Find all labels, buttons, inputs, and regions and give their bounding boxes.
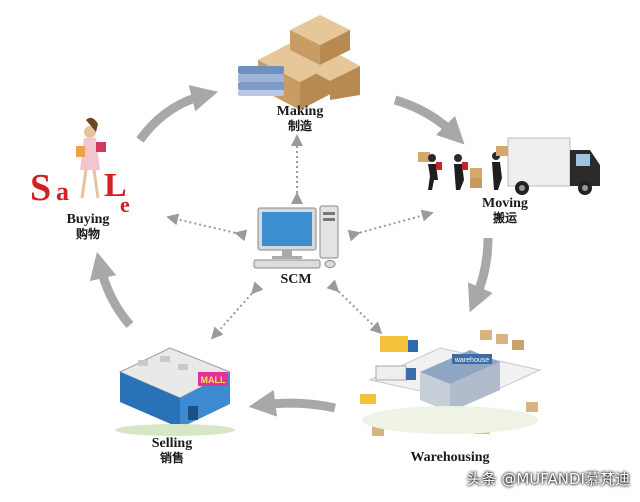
warehouse-icon: warehouse xyxy=(360,330,542,436)
node-scm: SCM xyxy=(270,272,322,288)
node-moving: Moving 搬运 xyxy=(472,196,538,226)
warehousing-label: Warehousing xyxy=(410,450,490,465)
selling-label: Selling xyxy=(151,436,193,451)
sale-letter-e: e xyxy=(120,192,130,217)
buying-label-zh: 购物 xyxy=(75,227,100,242)
link-scm-buying xyxy=(166,213,248,242)
arrow-selling-to-buying xyxy=(89,251,134,328)
cycle-arrows xyxy=(89,85,493,417)
arrow-buying-to-making xyxy=(136,85,219,143)
arrow-moving-to-warehousing xyxy=(467,237,493,313)
boxes-icon xyxy=(238,15,360,110)
warehouse-sign-text: warehouse xyxy=(454,357,489,364)
sale-letter-s: S xyxy=(30,167,51,209)
buying-label: Buying xyxy=(66,212,110,227)
arrow-making-to-moving xyxy=(393,95,465,145)
moving-label: Moving xyxy=(482,196,528,211)
delivery-truck-icon xyxy=(507,137,600,195)
node-selling: Selling 销售 xyxy=(142,436,202,466)
node-warehousing: Warehousing xyxy=(400,450,500,466)
sale-letter-l: L xyxy=(104,167,127,204)
mall-building-icon: MALL xyxy=(115,347,235,436)
sale-sign-icon: S a L e xyxy=(30,167,130,217)
watermark-text: 头条 @MUFANDI慕梵迪 xyxy=(466,470,630,488)
computer-icon xyxy=(253,205,339,269)
node-making: Making 制造 xyxy=(270,104,330,134)
arrow-warehousing-to-selling xyxy=(248,389,337,417)
shopper-icon xyxy=(76,117,106,199)
link-scm-selling xyxy=(211,281,264,340)
link-scm-moving xyxy=(347,209,434,242)
making-label-zh: 制造 xyxy=(287,119,312,134)
movers-icon xyxy=(418,146,508,190)
node-buying: Buying 购物 xyxy=(56,212,120,242)
mall-sign-text: MALL xyxy=(201,375,226,385)
selling-label-zh: 销售 xyxy=(159,451,184,466)
moving-label-zh: 搬运 xyxy=(492,211,517,226)
link-scm-warehousing xyxy=(326,279,383,335)
making-label: Making xyxy=(276,104,324,119)
scm-label: SCM xyxy=(280,272,312,287)
hub-connectors xyxy=(166,134,434,340)
sale-letter-a: a xyxy=(56,177,69,206)
